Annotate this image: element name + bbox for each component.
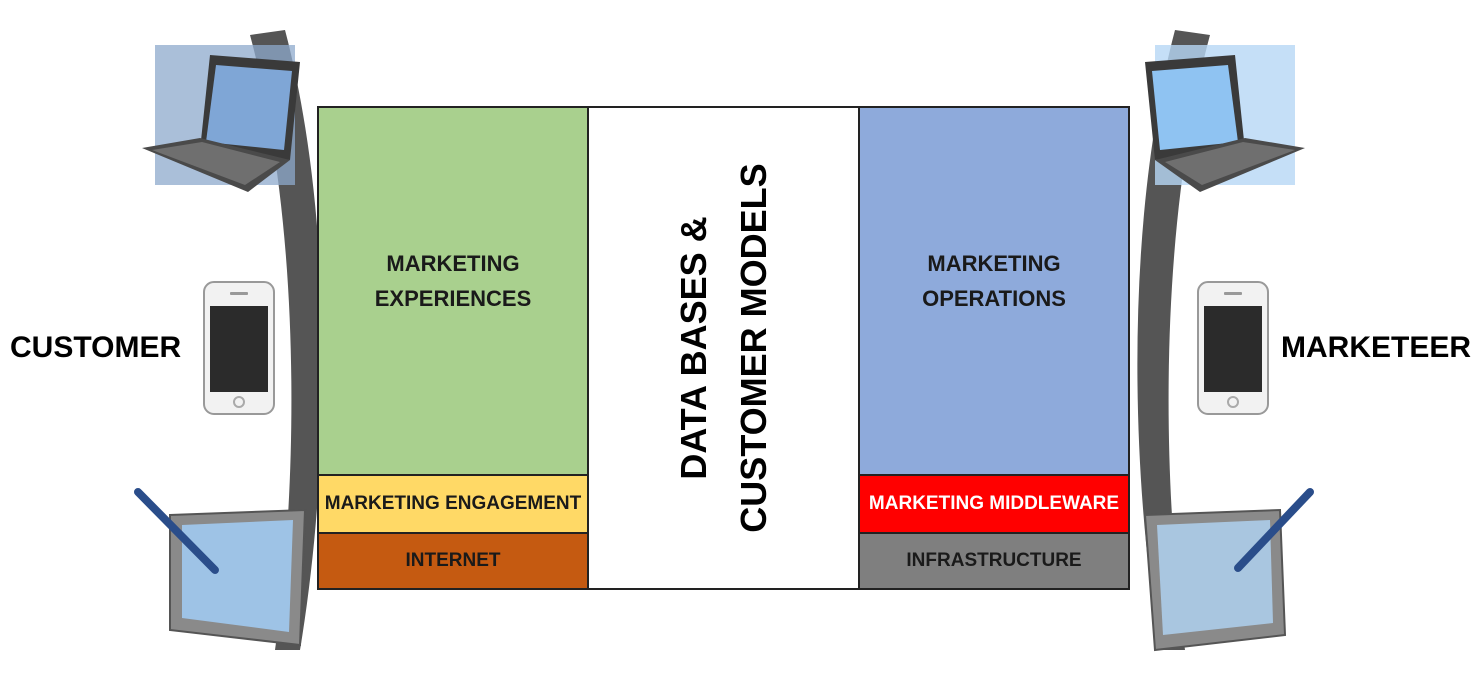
marketing-operations-label: MARKETING OPERATIONS <box>922 251 1066 311</box>
tablet-with-stylus-icon <box>1143 488 1314 652</box>
architecture-diagram: MARKETING EXPERIENCES MARKETING ENGAGEME… <box>317 106 1130 590</box>
marketing-operations-block: MARKETING OPERATIONS <box>858 106 1130 476</box>
marketing-middleware-label: MARKETING MIDDLEWARE <box>868 493 1120 514</box>
infrastructure-block: INFRASTRUCTURE <box>858 532 1130 590</box>
customer-label: CUSTOMER <box>10 331 182 364</box>
laptop-icon <box>142 45 300 192</box>
marketing-experiences-label: MARKETING EXPERIENCES <box>374 251 532 311</box>
internet-label: INTERNET <box>405 550 501 571</box>
marketing-experiences-block: MARKETING EXPERIENCES <box>317 106 589 476</box>
marketeer-device-arc <box>1137 30 1314 652</box>
marketing-engagement-label: MARKETING ENGAGEMENT <box>324 493 582 514</box>
marketing-engagement-block: MARKETING ENGAGEMENT <box>317 474 589 534</box>
tablet-with-stylus-icon <box>134 488 307 647</box>
left-arc-band <box>250 30 323 650</box>
internet-block: INTERNET <box>317 532 589 590</box>
marketeer-label: MARKETEER <box>1281 331 1472 364</box>
smartphone-icon <box>1197 281 1269 415</box>
databases-customer-models-label: DATA BASES & CUSTOMER MODELS <box>672 163 774 533</box>
databases-customer-models-block: DATA BASES & CUSTOMER MODELS <box>587 106 860 590</box>
marketing-middleware-block: MARKETING MIDDLEWARE <box>858 474 1130 534</box>
infrastructure-label: INFRASTRUCTURE <box>906 550 1082 571</box>
laptop-icon <box>1145 45 1305 192</box>
customer-device-arc <box>134 30 323 650</box>
smartphone-icon <box>203 281 275 415</box>
